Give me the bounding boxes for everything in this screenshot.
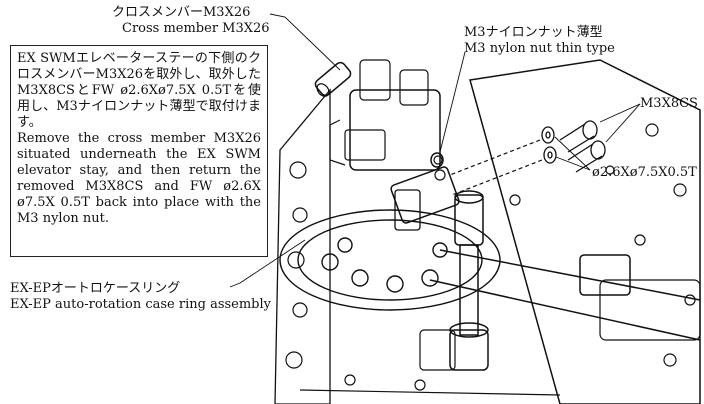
cross-member-label-en: Cross member M3X26 <box>122 21 270 36</box>
cross-member-part <box>314 61 352 97</box>
screw-label: M3X8CS <box>640 96 698 112</box>
leader-screw-2 <box>605 103 641 143</box>
nylon-nut-label: M3ナイロンナット薄型 M3 nylon nut thin type <box>464 25 615 57</box>
leader-cross-member <box>269 13 341 71</box>
cross-member-label: クロスメンバーM3X26 Cross member M3X26 <box>112 5 270 37</box>
instruction-text-en: Remove the cross member M3X26 situated u… <box>17 131 261 226</box>
washer-parts <box>541 126 557 164</box>
cross-member-label-jp: クロスメンバーM3X26 <box>112 5 251 20</box>
leader-washer-2 <box>555 156 591 171</box>
leader-nylon-nut <box>439 51 466 153</box>
washer-label-text: ø2.6Xø7.5X0.5T <box>592 165 697 180</box>
tail-boom <box>429 249 701 341</box>
washer-label: ø2.6Xø7.5X0.5T <box>592 165 697 181</box>
case-ring-label-en: EX-EP auto-rotation case ring assembly <box>10 297 272 312</box>
leader-case-ring <box>229 239 306 288</box>
case-ring-label-jp: EX-EPオートロケースリング <box>10 281 181 296</box>
leader-washer-1 <box>554 136 591 171</box>
elevator-stay <box>390 166 460 224</box>
case-ring-label: EX-EPオートロケースリング EX-EP auto-rotation case… <box>10 281 271 313</box>
case-ring-part <box>279 209 501 311</box>
frame-plate <box>469 59 701 404</box>
screw-parts <box>559 120 606 173</box>
left-frame <box>274 88 331 404</box>
nylon-nut-label-jp: M3ナイロンナット薄型 <box>464 25 603 40</box>
nylon-nut-label-en: M3 nylon nut thin type <box>464 41 615 56</box>
screw-label-text: M3X8CS <box>640 96 698 111</box>
instruction-box: EX SWMエレベーターステーの下側のクロスメンバーM3X26を取外し、取外した… <box>10 45 268 257</box>
nylon-nut-part <box>430 152 444 168</box>
leader-screw-1 <box>599 103 641 123</box>
instruction-text-jp: EX SWMエレベーターステーの下側のクロスメンバーM3X26を取外し、取外した… <box>17 51 261 130</box>
